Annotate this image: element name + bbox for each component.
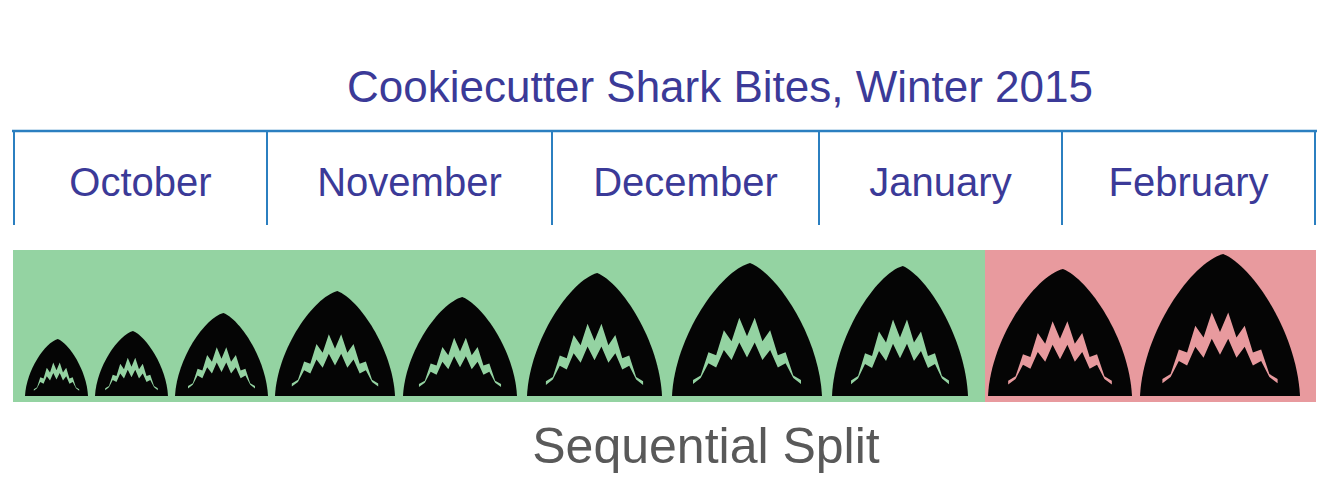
jaw-teeth xyxy=(546,324,643,385)
jaw-outline xyxy=(988,269,1132,396)
month-label: December xyxy=(593,160,778,205)
jaw-outline xyxy=(672,263,822,396)
train-band xyxy=(13,250,985,402)
shark-jaw-icon xyxy=(527,273,662,396)
chart-title: Cookiecutter Shark Bites, Winter 2015 xyxy=(347,62,1093,112)
month-label: January xyxy=(869,160,1011,205)
jaw-outline xyxy=(527,273,662,396)
month-label: November xyxy=(317,160,502,205)
jaw-outline xyxy=(25,339,88,396)
month-cell: February xyxy=(1061,130,1316,225)
shark-jaws xyxy=(25,254,1300,396)
caption-text: Sequential Split xyxy=(532,417,879,475)
shark-jaw-icon xyxy=(988,269,1132,396)
jaw-teeth xyxy=(419,338,501,387)
month-label: October xyxy=(69,160,211,205)
shark-jaw-icon xyxy=(175,313,268,396)
month-label: February xyxy=(1108,160,1268,205)
shark-jaw-icon xyxy=(275,291,395,396)
month-cell: November xyxy=(266,130,551,225)
jaw-teeth xyxy=(34,362,79,390)
jaw-teeth xyxy=(188,347,255,388)
jaw-outline xyxy=(95,331,168,396)
jaw-teeth xyxy=(292,334,378,386)
shark-jaw-icon xyxy=(403,297,517,396)
shark-jaw-icon xyxy=(672,263,822,396)
jaw-outline xyxy=(403,297,517,396)
jaw-teeth xyxy=(1008,321,1112,384)
month-cell: January xyxy=(818,130,1061,225)
caption: Sequential Split xyxy=(532,417,879,475)
month-cell: October xyxy=(13,130,266,225)
jaw-teeth xyxy=(851,320,949,385)
jaw-teeth xyxy=(1162,313,1277,384)
jaw-outline xyxy=(175,313,268,396)
jaw-outline xyxy=(832,266,968,396)
shark-jaw-icon xyxy=(832,266,968,396)
jaw-teeth xyxy=(105,358,158,390)
title-text: Cookiecutter Shark Bites, Winter 2015 xyxy=(347,62,1093,112)
timeline-bar xyxy=(12,130,1317,133)
month-cell: December xyxy=(551,130,818,225)
jaw-teeth xyxy=(693,318,801,384)
jaw-outline xyxy=(275,291,395,396)
shark-jaw-icon xyxy=(25,339,88,396)
shark-jaw-icon xyxy=(1140,254,1300,396)
test-band xyxy=(985,250,1316,402)
jaw-outline xyxy=(1140,254,1300,396)
shark-jaw-icon xyxy=(95,331,168,396)
